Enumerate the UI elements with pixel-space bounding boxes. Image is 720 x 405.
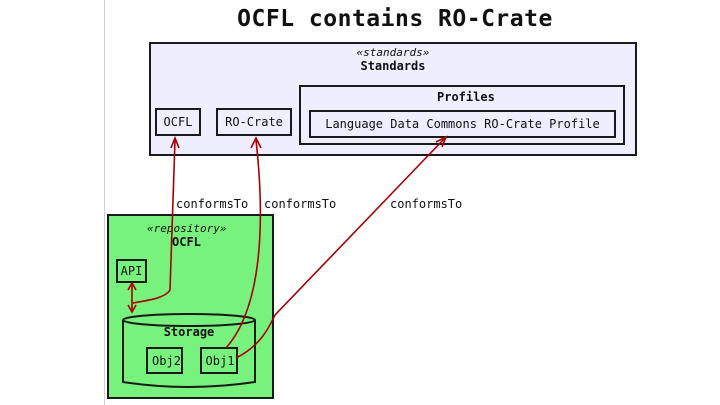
obj2-label: Obj2 xyxy=(152,354,181,368)
edge-obj1-profile xyxy=(235,137,446,359)
arrowhead-api-top xyxy=(127,281,137,291)
page-divider xyxy=(104,0,105,405)
standards-stereotype: «standards» xyxy=(356,46,430,59)
repository-package-name: OCFL xyxy=(172,235,201,249)
rocrate-standard-label: RO-Crate xyxy=(225,115,283,129)
edge-obj1-rocrate xyxy=(225,139,262,349)
arrowhead-profile xyxy=(435,135,448,148)
ocfl-standard-node[interactable]: OCFL xyxy=(155,108,201,136)
standards-package-name: Standards xyxy=(360,59,426,73)
arrowhead-api-bottom xyxy=(127,304,137,314)
edge-label-conformsto-ocfl: conformsTo xyxy=(176,197,249,211)
edge-label-conformsto-rocrate: conformsTo xyxy=(264,197,337,211)
api-node[interactable]: API xyxy=(116,259,147,283)
repository-stereotype: «repository» xyxy=(147,222,227,235)
profiles-package-name: Profiles xyxy=(437,90,495,104)
edge-label-conformsto-profile: conformsTo xyxy=(390,197,463,211)
obj1-box xyxy=(200,347,238,374)
diagram-title: OCFL contains RO-Crate xyxy=(237,6,553,32)
api-label: API xyxy=(120,264,143,278)
storage-label: Storage xyxy=(163,325,215,339)
obj1-label: Obj1 xyxy=(205,354,235,368)
obj2-box xyxy=(146,347,183,374)
edge-storage-ocfl xyxy=(132,139,176,304)
ldc-profile-node[interactable]: Language Data Commons RO-Crate Profile xyxy=(309,110,616,138)
ocfl-standard-label: OCFL xyxy=(163,115,193,129)
ldc-profile-label: Language Data Commons RO-Crate Profile xyxy=(325,117,600,131)
rocrate-standard-node[interactable]: RO-Crate xyxy=(216,108,292,136)
arrowhead-rocrate xyxy=(250,136,262,149)
arrowhead-ocfl xyxy=(170,135,180,149)
